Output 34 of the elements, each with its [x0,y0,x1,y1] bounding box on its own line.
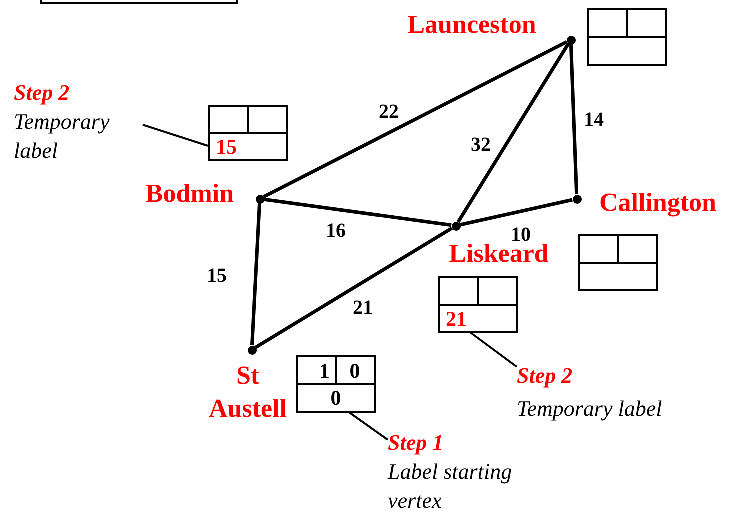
graph-edge [264,198,452,228]
label-box [438,276,518,333]
label-box [208,105,288,161]
vertex-label: Launceston [406,10,538,40]
label-value: 21 [446,307,468,331]
vertex-dot [256,194,264,204]
annotation-text: Label starting vertex [388,458,514,515]
vertex-label: Bodmin [144,179,236,209]
graph-edge [254,226,454,350]
label-value: 0 [348,359,362,383]
graph-edge [250,203,262,346]
leader-line [349,412,389,441]
step-heading: Step 2 [14,79,70,107]
step-heading: Step 2 [517,362,573,390]
vertex-dot [248,346,256,354]
label-value: 0 [330,386,342,410]
label-value: 15 [216,135,238,159]
vertex-dot [566,36,576,44]
graph-edge [456,42,570,224]
leader-line [470,332,518,368]
vertex-dot [572,194,582,204]
graph-edge [263,40,568,198]
label-box [587,8,667,66]
label-box [296,355,376,413]
vertex-label: Callington [598,188,718,218]
graph-edge [460,198,573,227]
label-box [578,234,658,291]
label-value: 1 [318,359,330,383]
leader-line [142,124,208,147]
annotation-text: Temporary label [517,395,664,423]
step-heading: Step 1 [388,429,444,457]
graph-edge [569,44,579,195]
annotation-text: Temporary label [14,108,111,165]
vertex-label: St Austell [208,360,288,425]
